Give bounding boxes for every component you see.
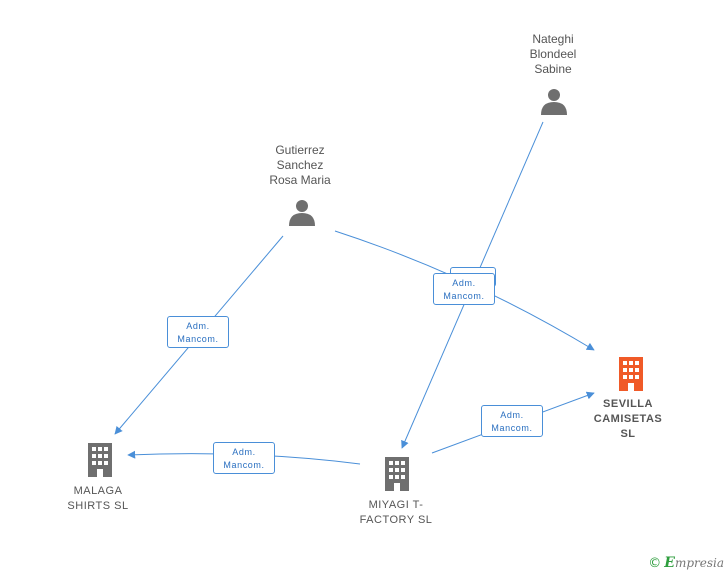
edge-label-gutierrez-malaga[interactable]: Adm. Mancom. (167, 316, 229, 348)
person-icon[interactable] (540, 87, 568, 115)
person-name-line: Blondeel (529, 47, 577, 61)
company-label-sevilla: SEVILLA CAMISETAS SL (594, 397, 662, 442)
person-label-nateghi: Nateghi Blondeel Sabine (530, 32, 577, 77)
person-name-line: Nateghi (532, 32, 574, 46)
company-name-line: MALAGA (73, 485, 123, 497)
person-name-line: Rosa Maria (269, 173, 331, 187)
edge-label-miyagi-sevilla[interactable]: Adm. Mancom. (481, 405, 543, 437)
copyright-symbol: © (648, 556, 662, 571)
edge-label-shared[interactable]: Adm. Mancom. (433, 273, 495, 305)
company-name-line: FACTORY SL (359, 514, 433, 526)
building-icon[interactable] (86, 443, 114, 477)
edge-role-line: Mancom. (443, 291, 485, 301)
brand-initial: E (664, 555, 675, 571)
company-name-line: SEVILLA (603, 398, 653, 410)
building-icon-main[interactable] (617, 357, 645, 391)
company-label-malaga: MALAGA SHIRTS SL (67, 484, 128, 514)
company-name-line: SL (620, 428, 636, 440)
edge-role-line: Adm. (500, 410, 524, 420)
edge-role-line: Adm. (452, 278, 476, 288)
company-name-line: MIYAGI T- (368, 499, 424, 511)
edge-label-miyagi-malaga[interactable]: Adm. Mancom. (213, 442, 275, 474)
person-name-line: Sabine (534, 62, 572, 76)
person-label-gutierrez: Gutierrez Sanchez Rosa Maria (269, 143, 330, 188)
person-icon[interactable] (288, 198, 316, 226)
person-name-line: Gutierrez (275, 143, 325, 157)
company-label-miyagi: MIYAGI T- FACTORY SL (360, 498, 433, 528)
edge-role-line: Adm. (186, 321, 210, 331)
company-name-line: CAMISETAS (593, 413, 663, 425)
edge-role-line: Mancom. (223, 460, 265, 470)
edge-role-line: Mancom. (177, 334, 219, 344)
edge-role-line: Mancom. (491, 423, 533, 433)
brand-logo[interactable]: ©Empresia (648, 555, 724, 571)
brand-name: mpresia (674, 556, 724, 570)
company-name-line: SHIRTS SL (67, 500, 129, 512)
edge-role-line: Adm. (232, 447, 256, 457)
building-icon[interactable] (383, 457, 411, 491)
person-name-line: Sanchez (276, 158, 324, 172)
